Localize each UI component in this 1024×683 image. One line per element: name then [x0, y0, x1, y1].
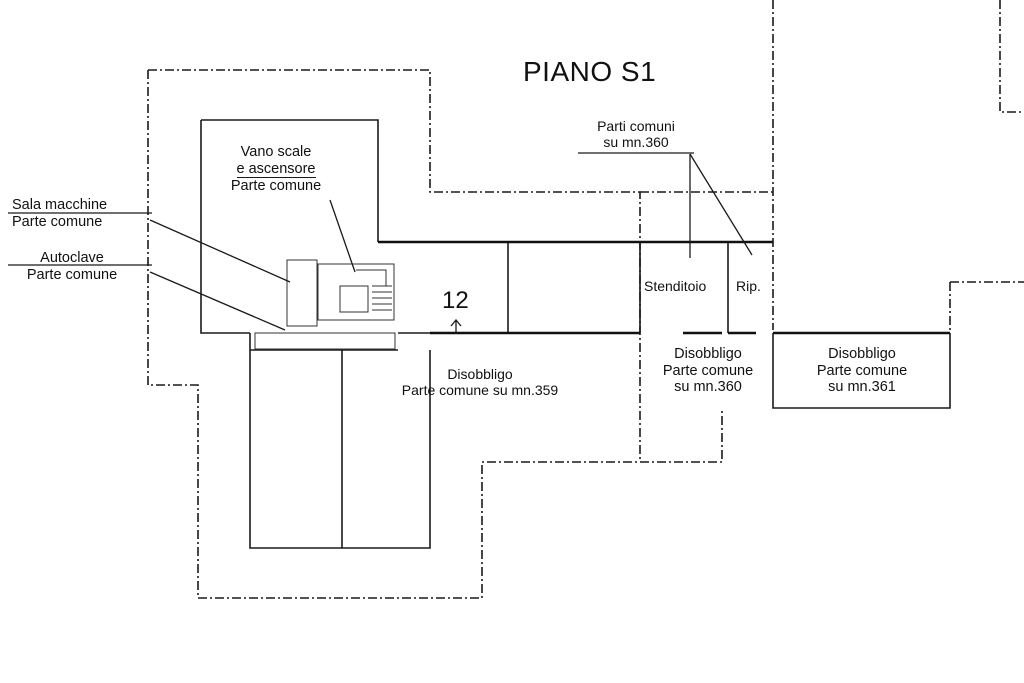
autoclave-line1: Autoclave [40, 250, 104, 266]
disobbligo-359-line1: Disobbligo [447, 366, 513, 382]
stair-lift-core [254, 259, 396, 350]
disobbligo-361-line2: Parte comune [816, 362, 908, 379]
disobbligo-360-line1: Disobbligo [674, 346, 742, 362]
entry-arrow [450, 318, 462, 334]
autoclave-line2: Parte comune [26, 266, 118, 283]
label-parti-comuni: Parti comuni su mn.360 [578, 118, 694, 150]
lower-wing-outline [249, 333, 431, 549]
unit-number: 12 [442, 287, 469, 314]
leader-vano-scale [329, 199, 356, 273]
disobbligo-360-line3: su mn.360 [674, 379, 742, 396]
leader-sala-macchine [149, 219, 291, 283]
disobbligo-361-line1: Disobbligo [828, 346, 896, 362]
label-rip: Rip. [736, 278, 761, 294]
lot-boundary-east [640, 0, 774, 330]
disobbligo-361-box [772, 333, 951, 409]
label-disobbligo-359: Disobbligo Parte comune su mn.359 [380, 366, 580, 398]
vano-scale-line3: Parte comune [230, 178, 322, 195]
parti-comuni-line2: su mn.360 [603, 134, 669, 151]
leader-parti-comuni-b [689, 153, 753, 256]
label-disobbligo-360: Disobbligo Parte comune su mn.360 [644, 346, 772, 396]
lot-boundary-far-right [949, 0, 1024, 330]
corridor-south-wall [378, 240, 950, 335]
sala-macchine-line1: Sala macchine [12, 197, 108, 213]
label-vano-scale: Vano scale e ascensore Parte comune [206, 144, 346, 195]
disobbligo-359-line2: Parte comune su mn.359 [401, 382, 559, 399]
label-stenditoio: Stenditoio [644, 278, 707, 294]
label-autoclave: Autoclave Parte comune [8, 250, 136, 283]
parti-comuni-line1: Parti comuni [597, 118, 675, 134]
leader-autoclave [149, 271, 286, 331]
vano-scale-line1: Vano scale [240, 144, 312, 160]
stair-block-outline [200, 119, 379, 334]
sala-macchine-line2: Parte comune [12, 213, 103, 230]
disobbligo-361-line3: su mn.361 [828, 379, 896, 396]
vano-scale-line2: e ascensore [236, 160, 316, 179]
disobbligo-360-line2: Parte comune [662, 362, 754, 379]
label-sala-macchine: Sala macchine Parte comune [12, 197, 107, 230]
plan-title: PIANO S1 [523, 56, 657, 87]
label-disobbligo-361: Disobbligo Parte comune su mn.361 [798, 346, 926, 396]
